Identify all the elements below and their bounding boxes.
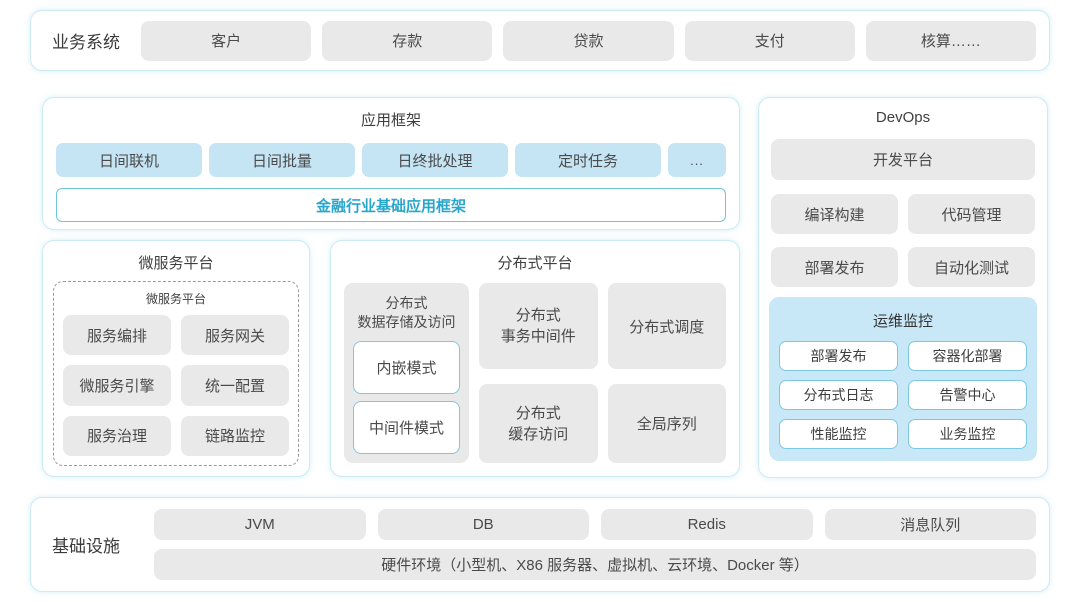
devops-item-auto-test: 自动化测试 <box>908 247 1035 287</box>
micro-item-config: 统一配置 <box>181 365 289 406</box>
global-sequence-box: 全局序列 <box>607 384 726 463</box>
infra-item-redis: Redis <box>601 509 813 540</box>
micro-item-orchestration: 服务编排 <box>63 315 171 356</box>
distributed-title: 分布式平台 <box>497 255 573 272</box>
monitor-item-alert: 告警中心 <box>908 380 1027 410</box>
storage-mode-embedded: 内嵌模式 <box>353 340 460 394</box>
micro-item-governance: 服务治理 <box>63 415 171 456</box>
infra-item-db: DB <box>377 509 589 540</box>
app-framework-panel: 应用框架 日间联机 日间批量 日终批处理 定时任务 ... 金融行业基础应用框架 <box>42 97 740 230</box>
distributed-cache-box: 分布式 缓存访问 <box>479 384 598 463</box>
ops-monitor-title: 运维监控 <box>872 313 933 330</box>
business-item-deposit: 存款 <box>322 20 493 61</box>
distributed-storage-label: 分布式 数据存储及访问 <box>357 295 456 330</box>
infra-item-jvm: JVM <box>154 509 366 540</box>
storage-mode-middleware: 中间件模式 <box>353 400 460 454</box>
business-systems-label: 业务系统 <box>52 33 120 52</box>
business-item-payment: 支付 <box>684 20 855 61</box>
business-systems-band: 业务系统 客户 存款 贷款 支付 核算…… <box>30 10 1050 71</box>
monitor-item-container: 容器化部署 <box>908 341 1027 371</box>
hardware-environment-bar: 硬件环境（小型机、X86 服务器、虚拟机、云环境、Docker 等） <box>154 549 1036 580</box>
devops-item-deploy: 部署发布 <box>771 247 898 287</box>
distributed-storage-box: 分布式 数据存储及访问 内嵌模式 中间件模式 <box>344 283 469 463</box>
app-framework-title: 应用框架 <box>360 112 421 129</box>
financial-base-framework-bar: 金融行业基础应用框架 <box>56 188 726 222</box>
distributed-transaction-box: 分布式 事务中间件 <box>479 283 598 369</box>
monitor-item-log: 分布式日志 <box>779 380 898 410</box>
app-item-more: ... <box>668 143 726 177</box>
business-item-customer: 客户 <box>141 20 312 61</box>
microservice-inner-box: 微服务平台 服务编排 服务网关 微服务引擎 统一配置 服务治理 链路监控 <box>53 281 299 466</box>
infra-item-mq: 消息队列 <box>824 509 1036 540</box>
infrastructure-label: 基础设施 <box>52 537 120 556</box>
distributed-grid: 分布式 数据存储及访问 内嵌模式 中间件模式 分布式 事务中间件 分布式调度 分… <box>344 283 726 463</box>
devops-panel: DevOps 开发平台 编译构建 代码管理 部署发布 自动化测试 运维监控 部署… <box>758 97 1048 478</box>
business-item-accounting: 核算…… <box>865 20 1037 61</box>
devops-item-code-mgmt: 代码管理 <box>908 194 1035 234</box>
micro-item-engine: 微服务引擎 <box>63 365 171 406</box>
devops-title: DevOps <box>875 109 931 126</box>
microservice-title: 微服务平台 <box>138 255 214 272</box>
infrastructure-band: 基础设施 JVM DB Redis 消息队列 硬件环境（小型机、X86 服务器、… <box>30 497 1050 592</box>
app-framework-items: 日间联机 日间批量 日终批处理 定时任务 ... <box>56 143 726 177</box>
micro-item-gateway: 服务网关 <box>181 315 289 356</box>
devops-item-build: 编译构建 <box>771 194 898 234</box>
app-item-eod-batch: 日终批处理 <box>362 143 508 177</box>
distributed-scheduling-box: 分布式调度 <box>607 283 726 369</box>
business-item-loan: 贷款 <box>503 20 674 61</box>
monitor-item-performance: 性能监控 <box>779 419 898 449</box>
distributed-panel: 分布式平台 分布式 数据存储及访问 内嵌模式 中间件模式 分布式 事务中间件 分… <box>330 240 740 477</box>
microservice-grid: 服务编排 服务网关 微服务引擎 统一配置 服务治理 链路监控 <box>63 315 289 456</box>
app-item-daytime-batch: 日间批量 <box>209 143 355 177</box>
microservice-inner-title: 微服务平台 <box>145 292 206 306</box>
dev-platform-box: 开发平台 <box>771 139 1035 180</box>
micro-item-tracing: 链路监控 <box>181 415 289 456</box>
monitor-item-deploy: 部署发布 <box>779 341 898 371</box>
business-systems-items: 客户 存款 贷款 支付 核算…… <box>141 20 1037 61</box>
app-item-scheduled-task: 定时任务 <box>515 143 661 177</box>
microservice-panel: 微服务平台 微服务平台 服务编排 服务网关 微服务引擎 统一配置 服务治理 链路… <box>42 240 310 477</box>
ops-monitor-grid: 部署发布 容器化部署 分布式日志 告警中心 性能监控 业务监控 <box>779 341 1027 449</box>
ops-monitor-panel: 运维监控 部署发布 容器化部署 分布式日志 告警中心 性能监控 业务监控 <box>769 297 1037 461</box>
devops-tools-grid: 编译构建 代码管理 部署发布 自动化测试 <box>771 194 1035 287</box>
infrastructure-items: JVM DB Redis 消息队列 <box>154 509 1036 540</box>
infrastructure-content: JVM DB Redis 消息队列 硬件环境（小型机、X86 服务器、虚拟机、云… <box>154 509 1036 580</box>
monitor-item-business: 业务监控 <box>908 419 1027 449</box>
app-item-daytime-online: 日间联机 <box>56 143 202 177</box>
